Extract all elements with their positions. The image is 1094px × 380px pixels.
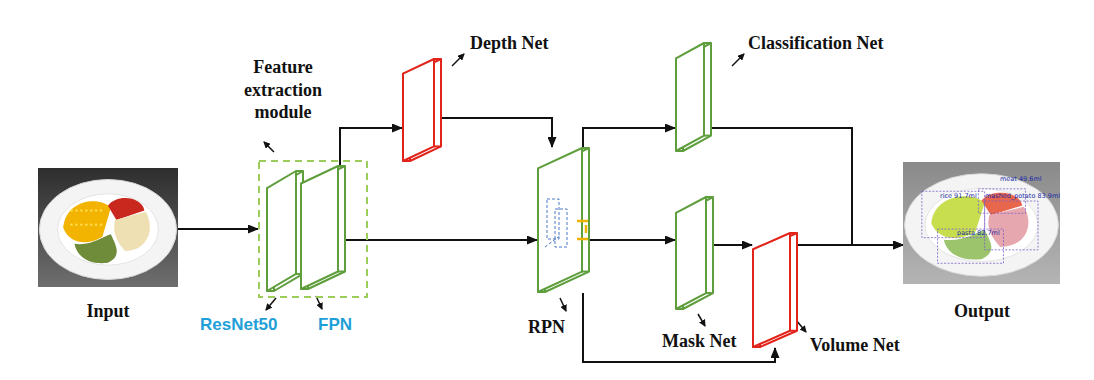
- food-photo: [38, 168, 178, 287]
- component-label: Volume Net: [810, 334, 900, 357]
- volume-tag: pasta 82.7ml: [957, 230, 1000, 237]
- layer-slab: [752, 232, 798, 348]
- network-layer: ResNet50: [266, 170, 304, 292]
- volume-tag: rice 91.7ml: [940, 193, 977, 200]
- layer-slab: [675, 42, 712, 152]
- volume-tag: meat 49.6ml: [1000, 176, 1042, 183]
- network-layer: FPN: [300, 165, 346, 290]
- component-label: Feature extraction module: [228, 56, 338, 124]
- network-layer: Classification Net: [675, 42, 712, 152]
- component-label: Classification Net: [748, 32, 883, 55]
- network-layer: Volume Net: [752, 232, 798, 348]
- input-image: Input: [38, 168, 178, 287]
- network-layer: RPN: [537, 147, 590, 293]
- flow-arrow: [583, 128, 675, 147]
- flow-arrow: [442, 118, 552, 147]
- component-label: Output: [954, 300, 1010, 323]
- layer-slab: [402, 58, 442, 162]
- layer-slab: [300, 165, 346, 290]
- flow-arrow: [798, 244, 903, 246]
- component-label: Input: [86, 300, 129, 323]
- network-layer: Mask Net: [675, 196, 714, 310]
- backbone-label: FPN: [318, 314, 352, 335]
- module-frame: Feature extraction moduleResNet50FPN: [258, 160, 368, 298]
- network-layer: Depth Net: [402, 58, 442, 162]
- layer-slab: [675, 196, 714, 310]
- backbone-label: ResNet50: [200, 314, 278, 335]
- layer-slab: [537, 147, 590, 293]
- layer-slab: [266, 170, 304, 292]
- volume-tag: mashed_potato 83.9ml: [985, 193, 1060, 200]
- flow-arrow: [712, 128, 903, 245]
- flow-arrow: [178, 228, 258, 230]
- flow-arrow: [340, 128, 402, 165]
- flow-arrow: [346, 239, 537, 241]
- component-label: Mask Net: [662, 330, 737, 353]
- component-label: Depth Net: [470, 32, 549, 55]
- flow-arrow: [590, 239, 675, 241]
- flow-arrow: [714, 244, 752, 246]
- component-label: RPN: [528, 316, 565, 339]
